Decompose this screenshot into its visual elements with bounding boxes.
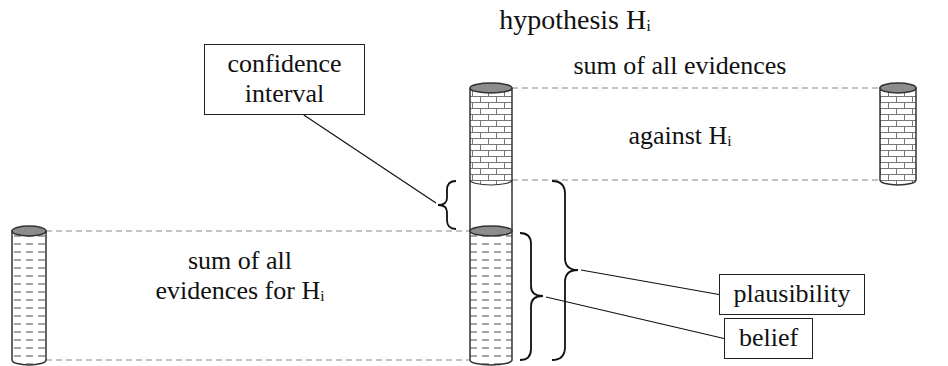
label-box: plausibility xyxy=(719,274,865,315)
box-text: plausibility xyxy=(734,279,851,309)
label-box: confidence interval xyxy=(204,44,365,115)
annotation-label: sum of all evidences for Hᵢ xyxy=(140,246,340,306)
annotation-label: sum of all evidences against Hᵢ xyxy=(545,31,815,171)
box-text: confidence interval xyxy=(219,49,351,109)
diagram-title: hypothesis Hᵢ xyxy=(430,4,720,36)
label-box: belief xyxy=(724,318,813,359)
box-text: belief xyxy=(739,323,798,353)
